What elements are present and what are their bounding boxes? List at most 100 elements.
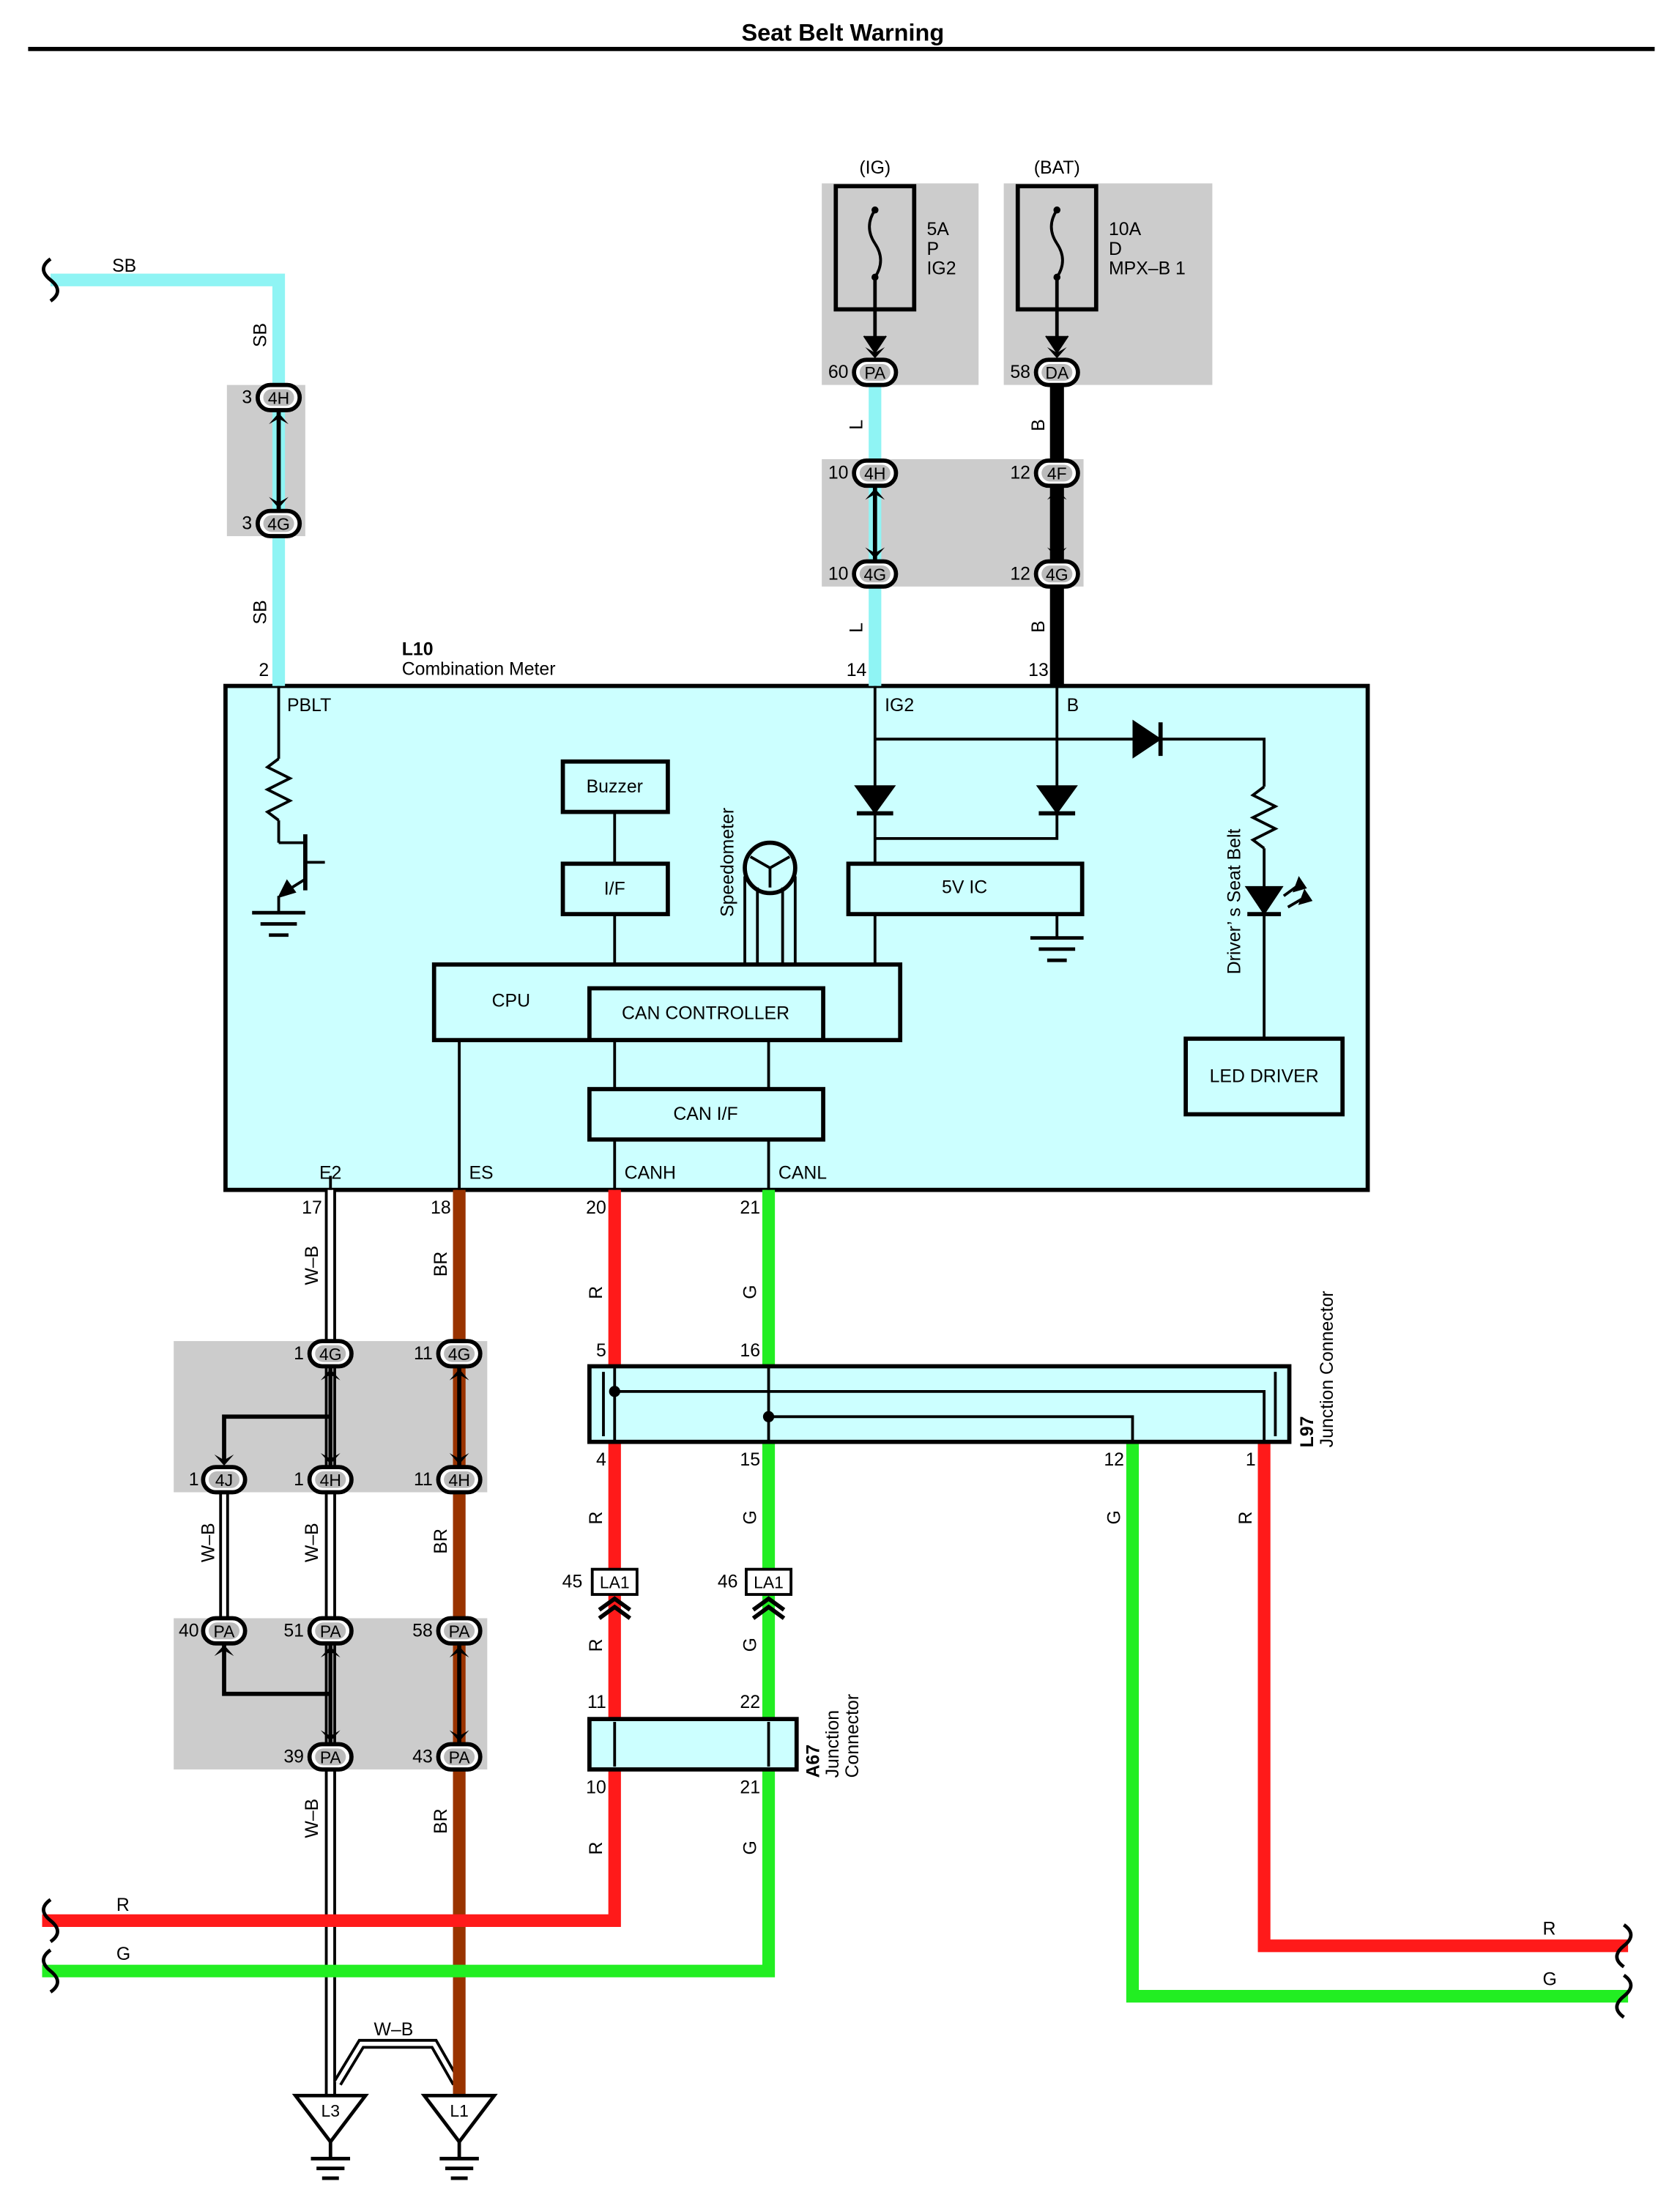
can-controller-label: CAN CONTROLLER — [622, 1003, 789, 1023]
junction-connector-a67: A67 Junction Connector — [587, 1694, 863, 1778]
svg-text:SB: SB — [112, 256, 136, 276]
svg-text:LA1: LA1 — [600, 1572, 630, 1592]
svg-text:4G: 4G — [319, 1345, 342, 1364]
connector-arrow-icon — [320, 1730, 341, 1742]
meter-labels: L10 Combination Meter PBLT IG2 B E2 ES C… — [287, 640, 1319, 1184]
svg-text:PA: PA — [214, 1622, 236, 1641]
wire-break-marks — [42, 257, 1633, 2019]
svg-text:11: 11 — [414, 1344, 433, 1364]
svg-text:R: R — [587, 1512, 606, 1525]
svg-text:G: G — [740, 1285, 760, 1299]
svg-text:G: G — [1542, 1969, 1556, 1989]
svg-text:1: 1 — [1246, 1450, 1256, 1470]
terminal-ig2: IG2 — [885, 696, 914, 716]
connector-bubble-pa: PA — [436, 1742, 483, 1772]
wire-g-out — [1126, 1441, 1629, 2003]
svg-text:46: 46 — [718, 1572, 738, 1592]
svg-text:10A: 10A — [1109, 220, 1142, 239]
svg-text:BR: BR — [431, 1252, 451, 1277]
svg-text:21: 21 — [740, 1778, 760, 1797]
connector-arrow-icon — [865, 347, 885, 359]
svg-text:39: 39 — [283, 1747, 304, 1767]
svg-text:12: 12 — [1010, 464, 1030, 483]
svg-text:BR: BR — [431, 1529, 451, 1554]
ground-l1: L1 — [450, 2101, 469, 2120]
svg-text:21: 21 — [740, 1198, 760, 1218]
connector-bubble-pa: PA — [436, 1616, 483, 1646]
if-label: I/F — [604, 879, 625, 899]
svg-text:5A: 5A — [927, 220, 950, 239]
connector-la1: LA1 — [590, 1567, 639, 1620]
connector-arrow-icon — [449, 1646, 469, 1658]
junction-connector-l97: L97 Junction Connector — [587, 1290, 1337, 1447]
svg-text:IG2: IG2 — [927, 259, 956, 279]
svg-text:R: R — [1542, 1919, 1556, 1939]
meter-internals — [252, 686, 1345, 1190]
component-name: Combination Meter — [402, 659, 556, 679]
wire-r-out — [1257, 1441, 1629, 1953]
svg-text:B: B — [1029, 419, 1049, 431]
svg-text:MPX–B 1: MPX–B 1 — [1109, 259, 1186, 279]
svg-text:PA: PA — [449, 1748, 471, 1767]
svg-text:DA: DA — [1045, 363, 1069, 382]
svg-text:Connector: Connector — [843, 1694, 863, 1778]
connector-la1: LA1 — [745, 1567, 793, 1620]
svg-text:BR: BR — [431, 1808, 451, 1834]
svg-text:16: 16 — [740, 1341, 760, 1361]
connector-bubble-da: DA — [1033, 357, 1080, 387]
svg-text:60: 60 — [828, 363, 849, 382]
wire-sb — [50, 273, 286, 686]
svg-text:5: 5 — [596, 1341, 606, 1361]
connector-arrow-icon — [1047, 489, 1067, 500]
svg-text:G: G — [740, 1510, 760, 1524]
svg-text:G: G — [1104, 1510, 1124, 1524]
connector-arrow-icon — [269, 497, 289, 508]
terminal-canh: CANH — [625, 1163, 676, 1183]
svg-text:18: 18 — [431, 1198, 451, 1218]
svg-text:43: 43 — [412, 1747, 433, 1767]
connector-bubble-4g: 4G — [436, 1339, 483, 1369]
svg-text:W–B: W–B — [302, 1799, 322, 1838]
svg-text:12: 12 — [1010, 564, 1030, 584]
svg-text:58: 58 — [412, 1621, 433, 1641]
connector-bubble-pa: PA — [852, 357, 899, 387]
svg-text:L: L — [847, 623, 867, 633]
fuse-bat: (BAT) 10A D MPX–B 1 — [1015, 158, 1186, 354]
svg-text:2: 2 — [259, 661, 269, 680]
svg-text:D: D — [1109, 239, 1122, 259]
svg-text:40: 40 — [179, 1621, 199, 1641]
led-driver-label: LED DRIVER — [1210, 1066, 1319, 1086]
connector-arrow-icon — [214, 1644, 234, 1657]
svg-text:58: 58 — [1010, 363, 1030, 382]
connector-bubble-4h: 4H — [256, 382, 302, 412]
connector-arrow-icon — [449, 1452, 469, 1465]
can-if-label: CAN I/F — [673, 1104, 737, 1124]
connector-arrow-icon — [1047, 347, 1067, 359]
connector-bubble-4h: 4H — [436, 1465, 483, 1495]
connector-bubble-4h: 4H — [852, 458, 899, 489]
svg-text:11: 11 — [414, 1470, 433, 1490]
connector-bubble-4j: 4J — [201, 1465, 248, 1495]
connector-bubble-pa: PA — [307, 1742, 354, 1772]
svg-text:12: 12 — [1104, 1450, 1124, 1470]
svg-text:4G: 4G — [863, 565, 886, 584]
svg-text:45: 45 — [562, 1572, 583, 1592]
connector-arrow-icon — [320, 1646, 341, 1658]
connector-arrow-icon — [449, 1369, 469, 1381]
page-title: Seat Belt Warning — [741, 19, 944, 45]
connector-arrow-icon — [214, 1454, 234, 1466]
svg-text:1: 1 — [189, 1470, 199, 1490]
svg-text:4G: 4G — [1046, 565, 1068, 584]
svg-text:G: G — [740, 1638, 760, 1652]
pin-numbers: 2 14 13 17 18 20 21 3 3 60 58 10 10 12 1… — [179, 363, 1256, 1797]
speedometer-label: Speedometer — [718, 808, 738, 917]
wire-color-labels: SB SB SB L L B B W–B BR R G W–B W–B BR R… — [112, 256, 1557, 2040]
svg-text:LA1: LA1 — [754, 1572, 784, 1592]
svg-text:(IG): (IG) — [859, 158, 891, 178]
svg-text:14: 14 — [847, 661, 867, 680]
buzzer-label: Buzzer — [587, 777, 643, 797]
svg-text:3: 3 — [242, 387, 252, 407]
ic5v-label: 5V IC — [942, 877, 987, 897]
connector-bubble-4h: 4H — [307, 1465, 354, 1495]
